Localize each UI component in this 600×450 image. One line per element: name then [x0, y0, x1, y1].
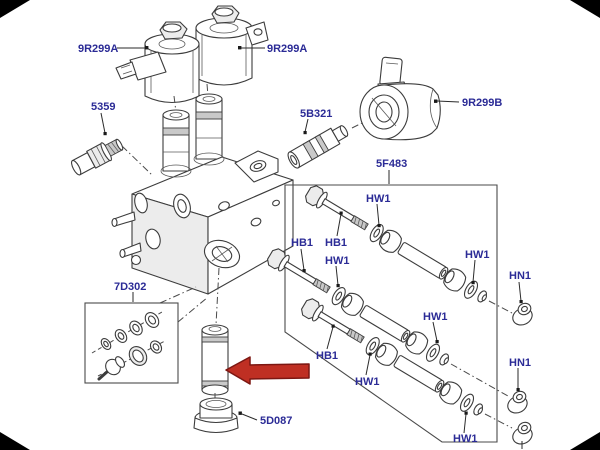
- part-label-hb1-row1: HB1: [325, 237, 347, 249]
- part-label-hn1-2: HN1: [509, 357, 531, 369]
- part-label-hw1-row2-right: HW1: [423, 311, 447, 323]
- corner-mark: [0, 0, 30, 18]
- seal-kit-box-outline: [84, 302, 179, 384]
- filter-cartridge: [201, 267, 229, 402]
- hardware-kit-box-outline: [284, 184, 498, 443]
- part-label-hb1-row3: HB1: [316, 350, 338, 362]
- leader-lines: [100, 46, 523, 434]
- solenoid-coil-pair: [115, 5, 269, 104]
- part-label-hw1-row1-left: HW1: [366, 193, 390, 205]
- part-labels: 9R299A 9R299A 5359 5B321 9R299B 5F483 HW…: [78, 43, 531, 445]
- filter-cap: [193, 397, 239, 434]
- part-label-hw1-row2-left: HW1: [325, 255, 349, 267]
- part-label-9r299a-left: 9R299A: [78, 43, 118, 55]
- corner-mark: [0, 432, 30, 450]
- axis-line: [173, 95, 177, 113]
- part-label-hb1-row2: HB1: [291, 237, 313, 249]
- bolt-assembly-row-2: [264, 245, 509, 397]
- part-label-5b321: 5B321: [300, 108, 332, 120]
- hex-nut-2: [504, 388, 531, 417]
- bolt-assembly-row-3: [298, 295, 513, 429]
- part-label-hw1-row3-right: HW1: [453, 433, 477, 445]
- valve-cartridge-stems: [162, 93, 223, 172]
- bolt-assembly-row-1: [302, 182, 513, 314]
- body-pins: [111, 211, 142, 259]
- part-label-5d087: 5D087: [260, 415, 292, 427]
- part-label-7d302: 7D302: [114, 281, 146, 293]
- part-label-5f483: 5F483: [376, 158, 407, 170]
- pressure-switch: [71, 138, 153, 176]
- part-label-hw1-row3-left: HW1: [355, 376, 379, 388]
- hex-nut-1: [509, 300, 536, 329]
- part-label-9r299a-right: 9R299A: [267, 43, 307, 55]
- solenoid-coil-b: [359, 56, 441, 141]
- part-label-9r299b: 9R299B: [462, 97, 502, 109]
- part-label-5359: 5359: [91, 101, 115, 113]
- corner-mark: [570, 0, 600, 18]
- part-label-hn1-1: HN1: [509, 270, 531, 282]
- seal-kit: [84, 286, 209, 384]
- solenoid-cartridge: [287, 113, 381, 169]
- part-label-hw1-row1-right: HW1: [465, 249, 489, 261]
- valve-body: [111, 150, 294, 295]
- red-highlight-arrow: [225, 356, 310, 385]
- corner-mark: [570, 432, 600, 450]
